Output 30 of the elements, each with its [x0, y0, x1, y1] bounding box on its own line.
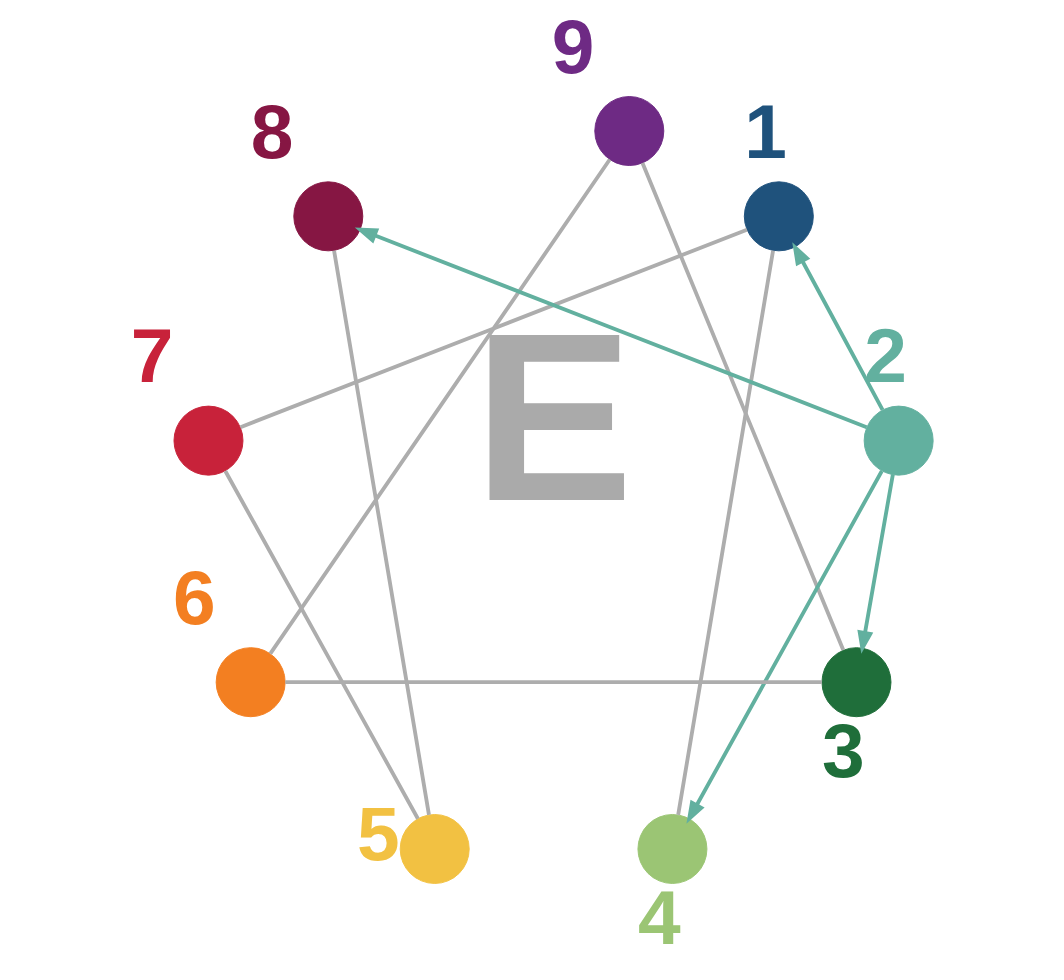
node-label: 3 [821, 708, 865, 794]
connector [285, 680, 822, 685]
node-circle [594, 96, 665, 166]
node-label: 9 [551, 3, 595, 89]
label: E [473, 282, 634, 551]
connector [239, 227, 748, 429]
node-label: 4 [637, 874, 681, 960]
node-circle [399, 814, 470, 884]
arrow [857, 474, 895, 654]
node-circle [637, 814, 708, 884]
node-label: 2 [864, 313, 907, 399]
arrow [792, 242, 885, 411]
connector [640, 162, 846, 651]
node-label: 5 [357, 790, 400, 876]
node-circle [821, 647, 892, 718]
node-circle [743, 181, 814, 252]
node-label: 6 [173, 554, 216, 640]
arrow [686, 470, 884, 824]
node-label: 7 [130, 313, 174, 399]
connector [268, 158, 612, 655]
arrow [354, 227, 868, 429]
connector [332, 250, 431, 816]
connector [676, 250, 775, 816]
node-circle [173, 405, 244, 476]
connector [223, 470, 420, 820]
node-circle [215, 647, 286, 718]
node-circle [863, 405, 934, 476]
node-label: 1 [744, 88, 787, 174]
node-label: 8 [250, 88, 294, 174]
node-circle [293, 181, 364, 252]
